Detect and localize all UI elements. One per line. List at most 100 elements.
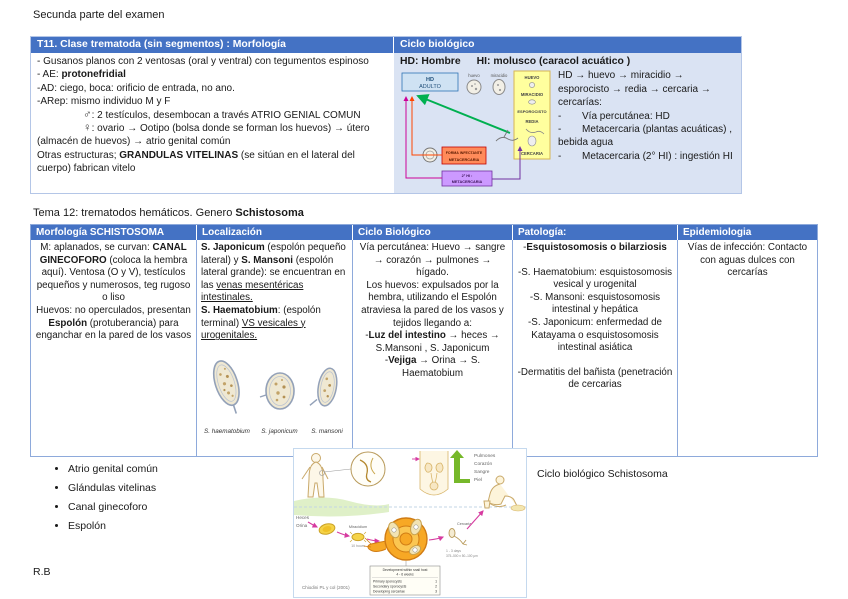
egg-mansoni-image — [309, 367, 338, 407]
text: Huevos: no operculados, presentan — [36, 304, 191, 316]
text: Tema 12: trematodos hemáticos. Genero — [33, 207, 236, 219]
egg-japonicum: S. japonicum — [256, 365, 302, 439]
t11-header-ciclo: Ciclo biológico — [393, 37, 741, 53]
text-block: -Esquistosomosis o bilarziosis — [517, 242, 673, 255]
text-bold: GRANDULAS VITELINAS — [119, 149, 239, 161]
fig-label-hours: 10 hours — [351, 544, 365, 548]
t11-header-morfologia: T11. Clase trematoda (sin segmentos) : M… — [31, 37, 393, 53]
egg-drawing — [466, 79, 482, 95]
figure-credit: Chiodini PL y col (2001) — [302, 585, 350, 590]
cell-patologia: -Esquistosomosis o bilarziosis -S. Haema… — [512, 240, 677, 456]
morf-line: Otras estructuras; GRANDULAS VITELINAS (… — [37, 149, 387, 176]
cycle-bullet: -Vía percutánea: HD — [558, 110, 734, 123]
text-block: -Vejiga → Orina → S. Haematobium — [357, 355, 508, 380]
human-figure — [301, 453, 329, 498]
fig-label-size: 375–500 x 50–100 µm — [446, 554, 478, 558]
metacercaria-box-label1: FORMA INFECTANTE — [446, 151, 483, 155]
morf-line: - AE: protonefridial — [37, 68, 387, 81]
summary-bullet-list: Atrio genital común Glándulas vitelinas … — [46, 463, 158, 539]
trematode-cycle-diagram: HD ADULTO huevo miracidio HUEVO MIRACIDI… — [401, 70, 551, 187]
text: - — [365, 330, 369, 342]
snail-info-box — [369, 565, 441, 596]
fig-label-miracidium: Miracidium — [349, 525, 367, 529]
miracidio-drawing — [492, 79, 506, 96]
schistosoma-eggs-figure: S. haematobium S. japonicum — [201, 355, 348, 439]
tema12-title: Tema 12: trematodos hemáticos. Genero Sc… — [33, 207, 304, 219]
text-bold: CANAL GINECOFORO — [39, 242, 187, 266]
miracidium-drawing — [349, 531, 367, 543]
egg-mansoni: S. mansoni — [309, 361, 345, 439]
t11-morfologia-cell: - Gusanos planos con 2 ventosas (oral y … — [31, 53, 393, 194]
col-header-morfologia: Morfología SCHISTOSOMA — [31, 225, 196, 240]
text-bold: S. Mansoni — [241, 254, 294, 266]
dash: - — [558, 150, 562, 162]
text: Vía percutánea: HD — [582, 110, 670, 122]
male-icon: ♂ — [83, 108, 92, 121]
text-block: -S. Japonicum: enfermedad de Katayama o … — [528, 316, 662, 354]
egg-haematobium: S. haematobium — [204, 355, 250, 439]
col-header-epidemiologia: Epidemiologia — [677, 225, 817, 240]
box-weeks: 4 - 6 weeks — [396, 573, 414, 577]
text: (protuberancia) para enganchar en la par… — [35, 317, 192, 342]
egg-label: huevo — [468, 73, 480, 78]
anatomy-drawing — [419, 451, 449, 496]
text: : 2 testículos, desembocan a través ATRI… — [91, 109, 361, 121]
cell-epidemiologia: Vías de infección: Contacto con aguas du… — [677, 240, 817, 456]
morf-line: -AD: ciego, boca: orificio de entrada, n… — [37, 82, 387, 95]
text: Metacercaria (2° HI) : ingestión HI — [582, 150, 733, 162]
page-title: Secunda parte del examen — [33, 9, 165, 21]
box-num2: 2 — [435, 585, 437, 589]
cell-ciclo-biologico: Vía percutánea: Huevo → sangre → corazón… — [352, 240, 512, 456]
fig-label-corazon: Corazón — [474, 461, 492, 467]
dash: - — [558, 124, 562, 136]
stage-esporocisto: ESPOROCISTO — [517, 109, 546, 114]
text: - — [384, 355, 389, 367]
text-block: S. Haematobium: (espolón terminal) VS ve… — [201, 305, 348, 343]
morf-line: - Gusanos planos con 2 ventosas (oral y … — [37, 55, 387, 68]
author-initials: R.B — [33, 566, 51, 578]
fig-label-orina: Orina — [296, 523, 308, 528]
cell-localizacion: S. Japonicum (espolón pequeño lateral) y… — [196, 240, 352, 456]
female-icon: ♀ — [83, 122, 92, 135]
fig-label-piel: Piel — [474, 477, 482, 483]
box-row1: Primary sporocysts — [373, 580, 402, 584]
cercaria-drawing — [495, 130, 519, 142]
box-num1: 1 — [435, 580, 437, 584]
text: - — [523, 242, 527, 253]
text: (se sitúan en el lateral del cuerpo) fab… — [37, 149, 355, 175]
purple-connector — [492, 146, 523, 180]
text: → Orina → S. Haematobium — [402, 355, 481, 379]
text-bold: Luz del intestino — [368, 330, 446, 342]
second-hi-label1: 2° HI : — [462, 174, 473, 178]
text: (coloca la hembra aquí). Ventosa (O y V)… — [36, 254, 191, 304]
text-block: Huevos: no operculados, presentan Espoló… — [35, 305, 192, 343]
egg-label: S. mansoni — [311, 428, 343, 436]
second-hi-label2: METACERCARIA — [452, 180, 483, 184]
stage-miracidio: MIRACIDIO — [521, 92, 544, 97]
text-bold: Schistosoma — [235, 207, 304, 219]
text-block: -Dermatitis del bañista (penetración de … — [517, 366, 673, 391]
stage-huevo: HUEVO — [525, 75, 541, 80]
stage-redia: REDIA — [525, 119, 538, 124]
text: : ovario → Ootipo (bolsa donde se forman… — [37, 123, 370, 148]
text: : (espolón terminal) — [201, 304, 321, 329]
figure-caption: Ciclo biológico Schistosoma — [537, 468, 668, 480]
green-arrow — [416, 94, 511, 135]
table-t11: T11. Clase trematoda (sin segmentos) : M… — [30, 36, 742, 195]
fig-label-sangre: Sangre — [474, 469, 490, 475]
text: M: aplanados, se curvan: — [40, 242, 153, 253]
schistosoma-lifecycle-figure: Pulmones Corazón Sangre Piel Heces Orina… — [293, 448, 527, 598]
adult-worms-inset — [350, 451, 386, 487]
col-header-localizacion: Localización — [196, 225, 352, 240]
box-row2: Secondary sporocysts — [373, 585, 407, 589]
hd-box-label1: HD — [426, 77, 434, 83]
egg-haematobium-image — [212, 359, 240, 414]
list-item: Espolón — [68, 520, 158, 533]
text: - Gusanos planos con 2 ventosas (oral y … — [37, 56, 369, 67]
text-underline: venas mesentéricas intestinales. — [201, 279, 304, 304]
col-header-ciclo: Ciclo Biológico — [352, 225, 512, 240]
host-intermediario: HI: molusco (caracol acuático ) — [476, 56, 631, 67]
miracidio-label: miracidio — [491, 73, 508, 78]
